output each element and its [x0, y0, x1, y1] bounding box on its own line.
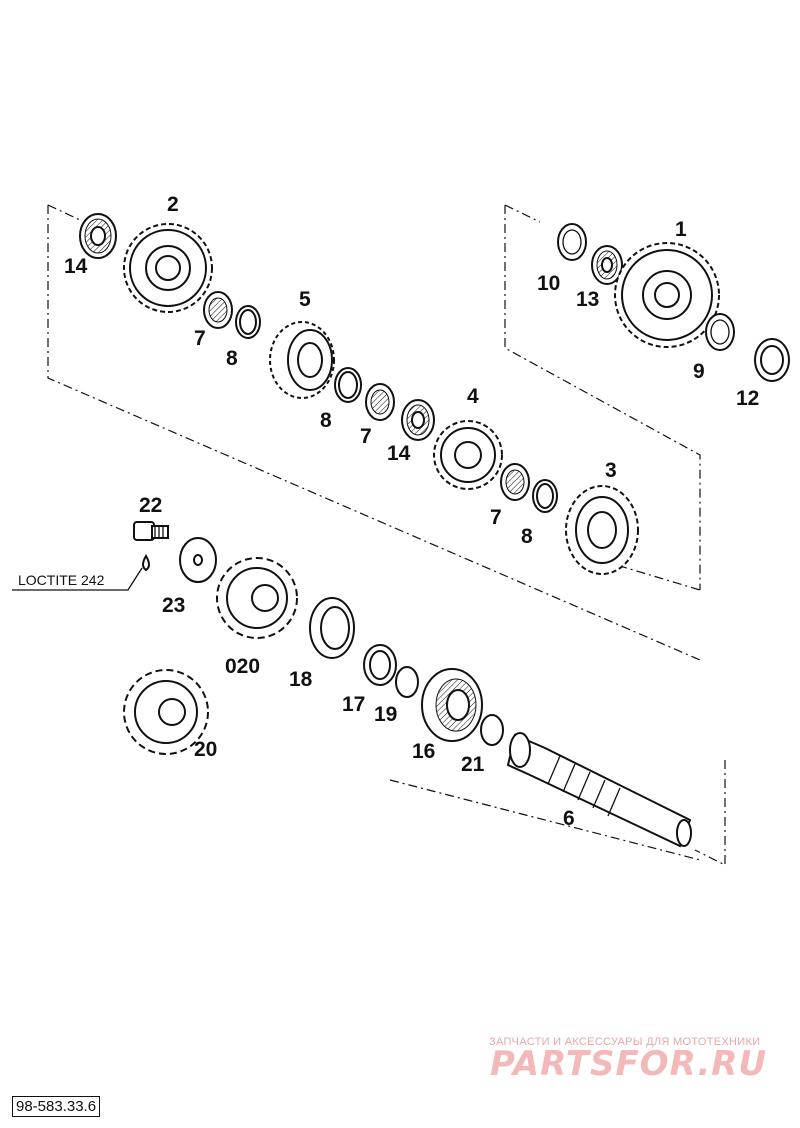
callout-10: 10 — [537, 272, 560, 295]
loctite-leader-line — [12, 567, 143, 591]
needle-bearing-14-left — [79, 213, 117, 259]
gear-5 — [269, 321, 335, 399]
washer-7-middle — [365, 383, 395, 421]
sprocket-20 — [123, 669, 209, 755]
callout-5: 5 — [299, 288, 311, 311]
shaft-6 — [506, 732, 692, 848]
gear-2 — [123, 223, 213, 313]
callout-12: 12 — [736, 387, 759, 410]
callout-14-left: 14 — [64, 255, 88, 278]
spacer-17 — [363, 644, 397, 686]
ball-bearing-16 — [421, 668, 483, 742]
callout-9: 9 — [693, 360, 705, 383]
reference-number: 98-583.33.6 — [12, 1096, 101, 1117]
callout-23: 23 — [162, 594, 185, 617]
callout-7-left: 7 — [194, 327, 206, 350]
loctite-drop-icon — [142, 554, 150, 572]
watermark-brand: PARTSFOR.RU — [490, 1044, 767, 1084]
callout-8-right: 8 — [521, 525, 533, 548]
callout-20: 20 — [194, 738, 217, 761]
circlip-8-left — [235, 305, 261, 339]
callout-18: 18 — [289, 668, 313, 691]
callout-21: 21 — [461, 753, 485, 776]
callout-2: 2 — [167, 193, 179, 216]
washer-23 — [179, 537, 217, 583]
o-ring-19 — [395, 666, 419, 698]
bolt-22 — [133, 521, 169, 541]
bearing-12 — [754, 338, 790, 382]
circlip-8-middle — [334, 367, 362, 403]
callout-19: 19 — [374, 703, 397, 726]
watermark-subtitle: ЗАПЧАСТИ И АКСЕССУАРЫ ДЛЯ МОТОТЕХНИКИ — [489, 1036, 760, 1048]
circlip-8-right — [532, 479, 558, 513]
gear-4 — [433, 420, 503, 490]
gear-3 — [565, 485, 639, 575]
callout-4: 4 — [467, 385, 479, 408]
washer-7-right — [500, 463, 530, 501]
assembly-outline — [47, 204, 726, 866]
washer-10 — [557, 223, 587, 261]
callout-7-middle: 7 — [360, 425, 372, 448]
seal-18 — [309, 597, 355, 659]
callout-8-left: 8 — [226, 347, 238, 370]
washer-9 — [705, 313, 735, 351]
needle-bearing-14-middle — [401, 399, 435, 441]
o-ring-21 — [480, 714, 504, 746]
callout-16: 16 — [412, 740, 435, 763]
loctite-note: LOCTITE 242 — [18, 572, 105, 588]
callout-14-middle: 14 — [387, 442, 411, 465]
callout-13: 13 — [576, 288, 599, 311]
callout-7-right: 7 — [490, 506, 502, 529]
gear-1 — [614, 242, 720, 348]
callout-8-middle: 8 — [320, 409, 332, 432]
callout-17: 17 — [342, 693, 365, 716]
callout-6: 6 — [563, 807, 575, 830]
needle-bearing-13 — [591, 245, 623, 285]
sprocket-020 — [216, 557, 298, 639]
washer-7-left — [203, 291, 233, 329]
callout-1: 1 — [675, 218, 687, 241]
callout-020: 020 — [225, 655, 260, 678]
callout-3: 3 — [605, 459, 617, 482]
callout-22: 22 — [139, 494, 162, 517]
